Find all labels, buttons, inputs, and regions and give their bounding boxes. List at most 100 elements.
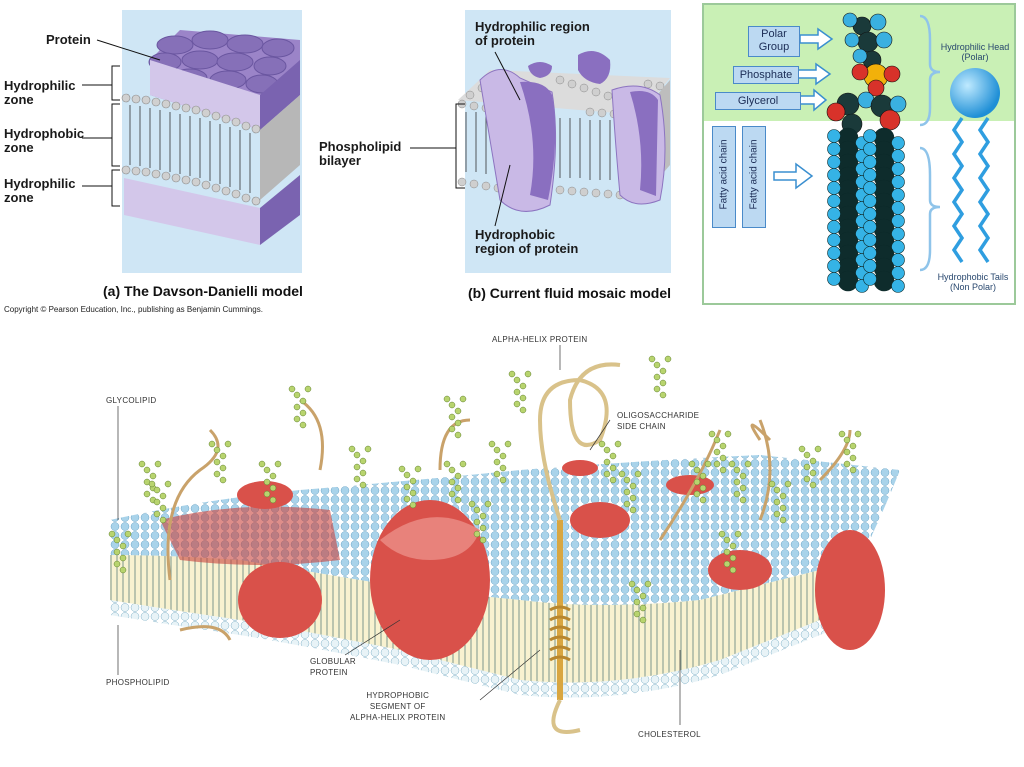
sugar-bead (480, 513, 486, 519)
sugar-bead (264, 479, 270, 485)
sugar-bead (624, 477, 630, 483)
sugar-bead (815, 446, 821, 452)
sugar-bead (300, 422, 306, 428)
sugar-bead (150, 473, 156, 479)
cholesterol-label: CHOLESTEROL (638, 730, 701, 739)
sugar-bead (455, 432, 461, 438)
sugar-bead (114, 561, 120, 567)
alpha-helix-protein-label: ALPHA-HELIX PROTEIN (492, 335, 588, 344)
sugar-bead (214, 447, 220, 453)
sugar-bead (654, 386, 660, 392)
sugar-bead (615, 441, 621, 447)
sugar-bead (160, 493, 166, 499)
sugar-bead (719, 531, 725, 537)
sugar-bead (294, 392, 300, 398)
label-line: HYDROPHOBIC (350, 690, 446, 701)
sugar-bead (209, 441, 215, 447)
sugar-bead (785, 481, 791, 487)
sugar-bead (850, 443, 856, 449)
sugar-bead (700, 473, 706, 479)
sugar-bead (730, 555, 736, 561)
sugar-bead (649, 356, 655, 362)
sugar-bead (455, 420, 461, 426)
sugar-bead (505, 441, 511, 447)
label-line: ALPHA-HELIX PROTEIN (350, 712, 446, 723)
sugar-bead (410, 490, 416, 496)
oligosaccharide-label: OLIGOSACCHARIDE SIDE CHAIN (617, 410, 699, 432)
sugar-bead (839, 431, 845, 437)
sugar-bead (275, 461, 281, 467)
sugar-bead (810, 470, 816, 476)
sugar-bead (844, 437, 850, 443)
sugar-bead (154, 487, 160, 493)
sugar-bead (720, 455, 726, 461)
label-line: SIDE CHAIN (617, 421, 699, 432)
sugar-bead (709, 431, 715, 437)
sugar-bead (810, 482, 816, 488)
sugar-bead (300, 398, 306, 404)
sugar-bead (720, 467, 726, 473)
sugar-bead (735, 531, 741, 537)
sugar-bead (449, 426, 455, 432)
sugar-bead (724, 549, 730, 555)
sugar-bead (714, 449, 720, 455)
sugar-bead (500, 465, 506, 471)
sugar-bead (289, 386, 295, 392)
sugar-bead (349, 446, 355, 452)
sugar-bead (220, 453, 226, 459)
sugar-bead (629, 581, 635, 587)
sugar-bead (354, 476, 360, 482)
sugar-bead (844, 449, 850, 455)
sugar-bead (599, 441, 605, 447)
sugar-bead (449, 491, 455, 497)
sugar-bead (660, 380, 666, 386)
sugar-bead (774, 487, 780, 493)
sugar-bead (360, 470, 366, 476)
sugar-bead (705, 461, 711, 467)
sugar-bead (154, 499, 160, 505)
sugar-bead (689, 461, 695, 467)
sugar-bead (404, 472, 410, 478)
sugar-bead (160, 517, 166, 523)
sugar-bead (630, 483, 636, 489)
sugar-bead (114, 549, 120, 555)
sugar-bead (480, 525, 486, 531)
sugar-bead (804, 464, 810, 470)
sugar-bead (120, 567, 126, 573)
sugar-bead (494, 447, 500, 453)
sugar-bead (634, 587, 640, 593)
sugar-bead (640, 617, 646, 623)
sugar-bead (415, 466, 421, 472)
sugar-bead (214, 471, 220, 477)
sugar-bead (270, 497, 276, 503)
sugar-bead (460, 461, 466, 467)
sugar-bead (144, 467, 150, 473)
sugar-bead (489, 441, 495, 447)
sugar-bead (619, 471, 625, 477)
globular-protein-right (815, 530, 885, 650)
sugar-bead (444, 461, 450, 467)
sugar-bead (635, 471, 641, 477)
sugar-bead (449, 467, 455, 473)
sugar-bead (720, 443, 726, 449)
sugar-bead (460, 396, 466, 402)
hydrophobic-segment-label: HYDROPHOBIC SEGMENT OF ALPHA-HELIX PROTE… (350, 690, 446, 723)
sugar-bead (730, 567, 736, 573)
label-line: OLIGOSACCHARIDE (617, 410, 699, 421)
sugar-bead (220, 465, 226, 471)
sugar-bead (700, 485, 706, 491)
sugar-bead (694, 467, 700, 473)
sugar-bead (640, 593, 646, 599)
sugar-bead (769, 481, 775, 487)
sugar-bead (734, 467, 740, 473)
sugar-bead (780, 517, 786, 523)
sugar-bead (494, 459, 500, 465)
sugar-bead (724, 537, 730, 543)
sugar-bead (665, 356, 671, 362)
sugar-bead (660, 392, 666, 398)
sugar-bead (514, 389, 520, 395)
sugar-bead (455, 485, 461, 491)
sugar-bead (630, 507, 636, 513)
sugar-bead (654, 362, 660, 368)
sugar-bead (294, 416, 300, 422)
